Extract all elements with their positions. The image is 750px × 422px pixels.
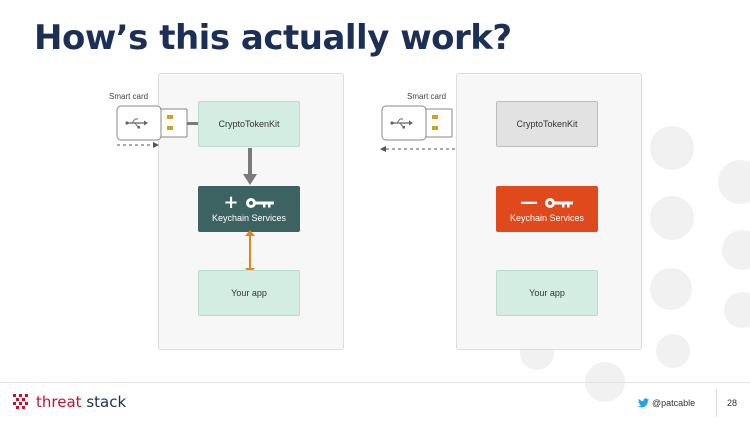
right-cryptotokenkit-label: CryptoTokenKit bbox=[516, 119, 578, 129]
key-icon bbox=[245, 198, 274, 208]
right-smart-card-label: Smart card bbox=[407, 92, 447, 101]
usb-card-plug bbox=[160, 108, 188, 138]
left-smart-card-label: Smart card bbox=[109, 92, 149, 101]
right-card-arrow bbox=[380, 146, 456, 152]
background-circle bbox=[656, 334, 690, 368]
left-connector-line bbox=[187, 122, 199, 125]
left-your-app-label: Your app bbox=[231, 288, 267, 298]
footer-separator bbox=[716, 389, 717, 417]
left-keychain-box: + Keychain Services bbox=[198, 186, 300, 232]
right-keychain-box: — Keychain Services bbox=[496, 186, 598, 232]
twitter-icon bbox=[638, 398, 649, 408]
remove-sign: — bbox=[520, 192, 538, 213]
right-smart-card-reader bbox=[381, 105, 453, 141]
background-circle bbox=[650, 196, 694, 240]
background-circle bbox=[650, 268, 692, 310]
threat-stack-logo-icon bbox=[13, 394, 28, 409]
left-keychain-label: Keychain Services bbox=[211, 213, 287, 223]
page-number: 28 bbox=[727, 398, 738, 408]
right-your-app-label: Your app bbox=[529, 288, 565, 298]
background-circle bbox=[650, 126, 694, 170]
twitter-handle-text: @patcable bbox=[652, 398, 696, 408]
right-keychain-label: Keychain Services bbox=[509, 213, 585, 223]
left-smart-card-reader bbox=[116, 105, 188, 141]
right-cryptotokenkit-box: CryptoTokenKit bbox=[496, 101, 598, 147]
add-sign: + bbox=[223, 192, 239, 213]
background-circle bbox=[724, 292, 750, 328]
left-bidirectional-arrow bbox=[245, 230, 255, 274]
twitter-handle: @patcable bbox=[638, 398, 695, 408]
left-cryptotokenkit-label: CryptoTokenKit bbox=[218, 119, 280, 129]
usb-icon bbox=[390, 118, 413, 129]
background-circle bbox=[722, 230, 750, 270]
brand-name-part1: threat bbox=[36, 393, 82, 411]
left-cryptotokenkit-box: CryptoTokenKit bbox=[198, 101, 300, 147]
usb-icon bbox=[125, 118, 148, 129]
footer-divider bbox=[0, 382, 750, 383]
key-icon bbox=[545, 198, 573, 208]
left-your-app-box: Your app bbox=[198, 270, 300, 316]
brand-logo: threat stack bbox=[12, 393, 126, 411]
background-circle bbox=[718, 160, 750, 204]
right-your-app-box: Your app bbox=[496, 270, 598, 316]
usb-card-plug bbox=[425, 108, 453, 138]
left-down-arrow bbox=[243, 148, 257, 185]
brand-name-part2: stack bbox=[86, 393, 127, 411]
left-card-arrow bbox=[117, 142, 159, 148]
page-title: How’s this actually work? bbox=[34, 18, 512, 58]
brand-name: threat stack bbox=[36, 393, 126, 411]
